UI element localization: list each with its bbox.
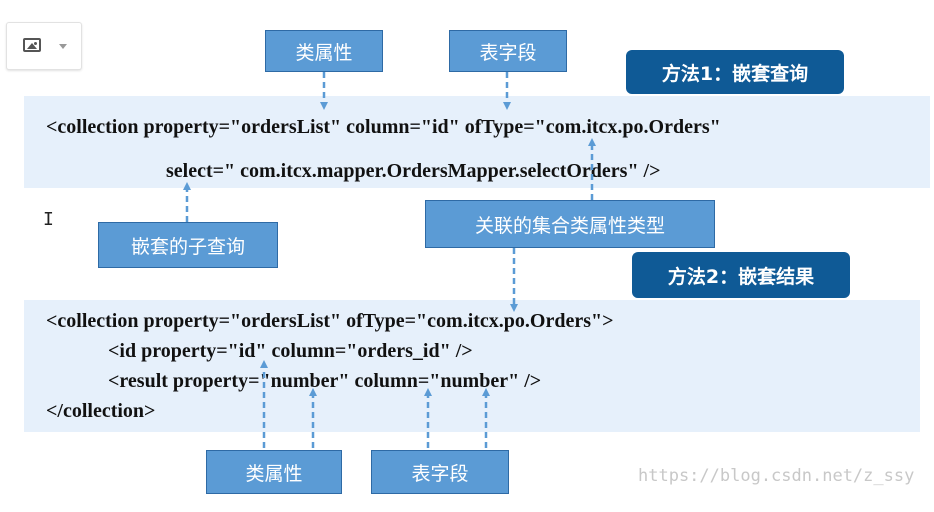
label-table-field-bottom: 表字段 [371,450,509,494]
code-line: <collection property="ordersList" ofType… [46,310,614,332]
watermark: https://blog.csdn.net/z_ssy [638,466,915,486]
label-class-property-bottom: 类属性 [206,450,342,494]
code-line: <result property="number" column="number… [108,370,542,392]
code-line: <id property="id" column="orders_id" /> [108,340,473,362]
method2-badge: 方法2：嵌套结果 [632,252,850,298]
insert-image-button[interactable] [6,22,82,70]
chevron-down-icon[interactable] [59,44,67,49]
label-class-property-top: 类属性 [265,30,383,72]
label-collection-property-type: 关联的集合类属性类型 [425,200,715,248]
image-icon [23,38,41,52]
code-line: </collection> [46,400,156,422]
code-block-nested-query [24,96,930,188]
code-line: <collection property="ordersList" column… [46,116,721,138]
label-table-field-top: 表字段 [449,30,567,72]
text-cursor-icon: I [43,209,54,230]
code-block-nested-result [24,300,920,432]
method1-badge: 方法1：嵌套查询 [626,50,844,94]
label-nested-subquery: 嵌套的子查询 [98,222,278,268]
code-line: select=" com.itcx.mapper.OrdersMapper.se… [166,160,661,182]
